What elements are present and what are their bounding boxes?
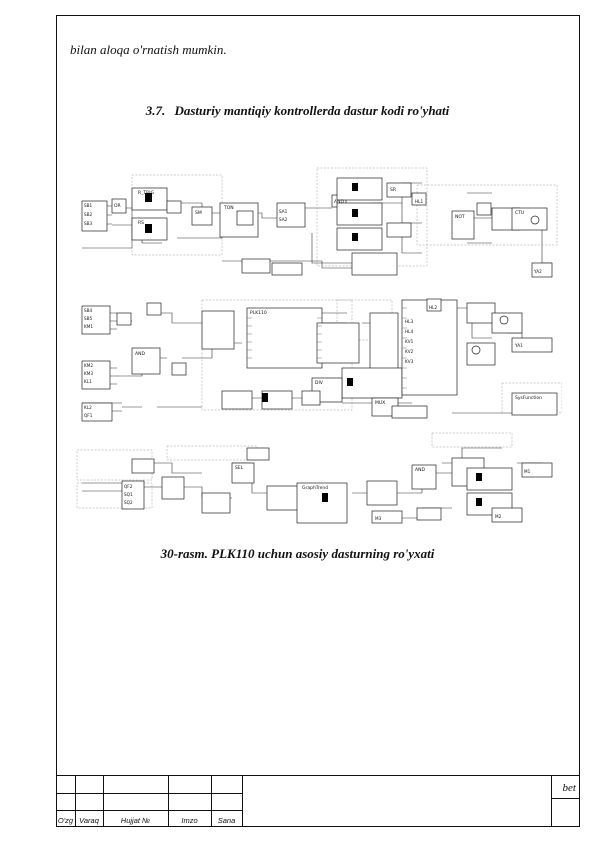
diagram-block-labels: OR R_TRIG RS SM TON AND SR NOT CTU PLK11… <box>114 187 542 491</box>
svg-text:QF2: QF2 <box>124 484 133 489</box>
intro-text: bilan aloqa o'rnatish mumkin. <box>70 42 227 57</box>
section-title-text: Dasturiy mantiqiy kontrollerda dastur ko… <box>174 103 450 118</box>
svg-text:SB4: SB4 <box>84 308 93 313</box>
svg-text:KM3: KM3 <box>84 371 93 376</box>
block-label-sm: SM <box>195 210 202 216</box>
svg-text:M1: M1 <box>524 469 531 474</box>
section-number: 3.7. <box>145 103 166 118</box>
svg-text:SB3: SB3 <box>84 221 93 226</box>
block-label-main: PLK110 <box>250 310 267 316</box>
block-label-sel: SEL <box>235 465 244 471</box>
stamp-col-varaq: Varaq <box>79 816 99 825</box>
svg-text:M2: M2 <box>495 514 502 519</box>
svg-text:SA2: SA2 <box>279 217 288 222</box>
svg-text:SB1: SB1 <box>84 203 93 208</box>
plc-program-diagram: OR R_TRIG RS SM TON AND SR NOT CTU PLK11… <box>76 167 562 524</box>
block-label-ton: TON <box>223 205 234 211</box>
svg-text:HL3: HL3 <box>405 319 413 324</box>
svg-text:KL2: KL2 <box>84 405 92 410</box>
block-label-sys: SysFunction <box>515 395 542 401</box>
figure-caption: 30-rasm. PLK110 uchun asosiy dasturning … <box>160 546 435 561</box>
svg-text:SB5: SB5 <box>84 316 93 321</box>
svg-text:SA1: SA1 <box>279 209 288 214</box>
diagram-output-labels: HL1 HL2 HL3 HL4 KV1 KV2 KV3 YA1 YA2 M1 M… <box>375 199 542 521</box>
block-label-not: NOT <box>455 214 465 220</box>
svg-text:QF1: QF1 <box>84 413 93 418</box>
svg-text:YA2: YA2 <box>533 269 542 274</box>
block-label-trig: R_TRIG <box>138 190 155 196</box>
diagram-input-labels: SB1 SB2 SB3 SB4 SB5 KM1 KM2 KM3 KL1 KL2 … <box>84 203 288 505</box>
svg-text:KM2: KM2 <box>84 363 93 368</box>
svg-text:KV2: KV2 <box>405 349 414 354</box>
block-label-div: DIV <box>315 380 324 386</box>
svg-text:YA1: YA1 <box>514 343 523 348</box>
block-label-and-3: AND <box>415 467 425 473</box>
stamp-col-sana: Sana <box>217 816 236 825</box>
diagram-trigger-icons <box>145 183 482 506</box>
title-block: O'zg Varaq Hujjat № Imzo Sana bet <box>56 775 580 827</box>
stamp-col-ozg: O'zg <box>57 816 74 825</box>
diagram-dial-icons <box>471 215 540 355</box>
svg-text:HL2: HL2 <box>429 305 437 310</box>
stamp-col-hujjat: Hujjat № <box>120 816 151 825</box>
diagram-pin-ticks <box>247 307 407 389</box>
block-label-and-2: AND <box>135 351 145 357</box>
svg-text:HL4: HL4 <box>405 329 413 334</box>
svg-text:HL1: HL1 <box>415 199 423 204</box>
svg-text:KL1: KL1 <box>84 379 92 384</box>
block-label-sr: SR <box>390 187 396 193</box>
block-label-mux: MUX <box>375 400 385 406</box>
block-label-trend: GraphTrend <box>302 485 328 491</box>
svg-text:SQ1: SQ1 <box>124 492 133 497</box>
block-label-or: OR <box>114 203 121 209</box>
block-label-and: AND <box>334 199 344 205</box>
svg-text:M3: M3 <box>375 516 382 521</box>
block-label-ctu: CTU <box>515 210 524 216</box>
svg-text:KM1: KM1 <box>84 324 93 329</box>
section-title: 3.7. Dasturiy mantiqiy kontrollerda dast… <box>0 103 595 119</box>
diagram-blocks <box>81 177 558 524</box>
svg-text:KV1: KV1 <box>405 339 414 344</box>
page-frame <box>56 15 580 827</box>
svg-text:KV3: KV3 <box>405 359 414 364</box>
stamp-col-imzo: Imzo <box>181 816 198 825</box>
block-label-rs: RS <box>138 220 144 226</box>
svg-text:SB2: SB2 <box>84 212 93 217</box>
stamp-bet-label: bet <box>562 782 576 794</box>
svg-text:SQ2: SQ2 <box>124 500 133 505</box>
